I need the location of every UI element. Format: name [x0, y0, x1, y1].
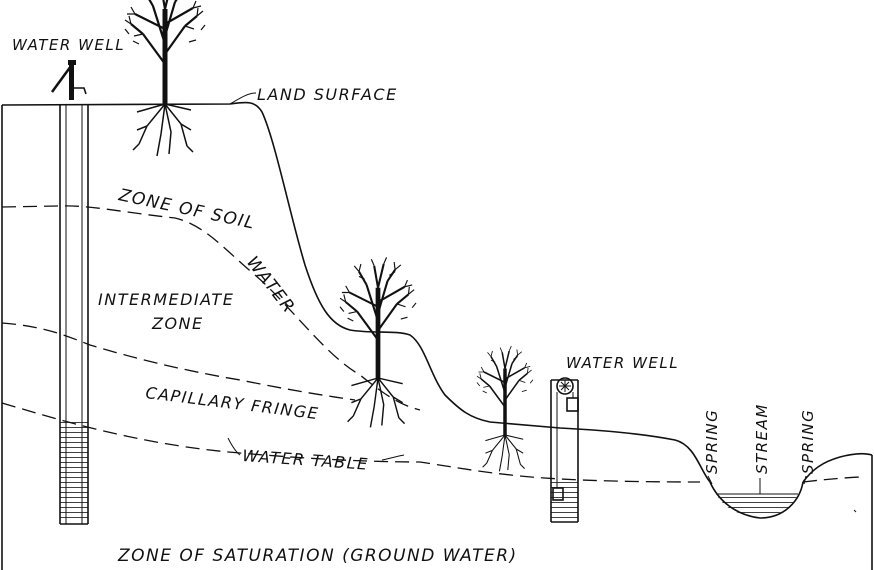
soil-water-boundary: [1, 205, 421, 411]
label-stream: STREAM: [753, 403, 771, 474]
water-table-leader-left: [227, 437, 241, 456]
left-water-well: [59, 104, 89, 525]
spring-left-leader: [707, 475, 713, 485]
land-surface-leader: [229, 92, 257, 105]
label-zone-saturation: ZONE OF SATURATION (GROUND WATER): [117, 546, 518, 566]
spring-right-leader: [803, 475, 807, 485]
tree-icon-slope: [340, 257, 416, 427]
water-table-right: [802, 476, 861, 483]
label-water-well-right: WATER WELL: [566, 354, 679, 372]
label-spring-left: SPRING: [703, 409, 721, 474]
label-spring-right: SPRING: [799, 409, 817, 474]
label-capillary-fringe: CAPILLARY FRINGE: [145, 383, 321, 423]
hand-pump-icon: [50, 60, 87, 100]
label-water-well-left: WATER WELL: [12, 36, 125, 54]
label-zone-soil-water-2: WATER: [242, 253, 299, 318]
label-land-surface: LAND SURFACE: [257, 85, 398, 104]
stream-water: [716, 494, 798, 517]
land-surface-line: [1, 101, 711, 483]
label-zone-soil-water-1: ZONE OF SOIL: [116, 185, 257, 234]
water-table-leader-right: [381, 454, 405, 461]
tree-icon-low: [475, 344, 535, 474]
speck: [853, 509, 857, 513]
tree-icon-hilltop: [125, 0, 205, 156]
label-intermediate: INTERMEDIATE: [98, 290, 234, 309]
label-water-table: WATER TABLE: [242, 446, 370, 474]
label-zone: ZONE: [151, 314, 204, 333]
land-surface-right: [802, 452, 873, 483]
intermediate-boundary: [1, 322, 356, 401]
water-table-line: [1, 402, 701, 483]
right-water-well: [550, 377, 579, 523]
